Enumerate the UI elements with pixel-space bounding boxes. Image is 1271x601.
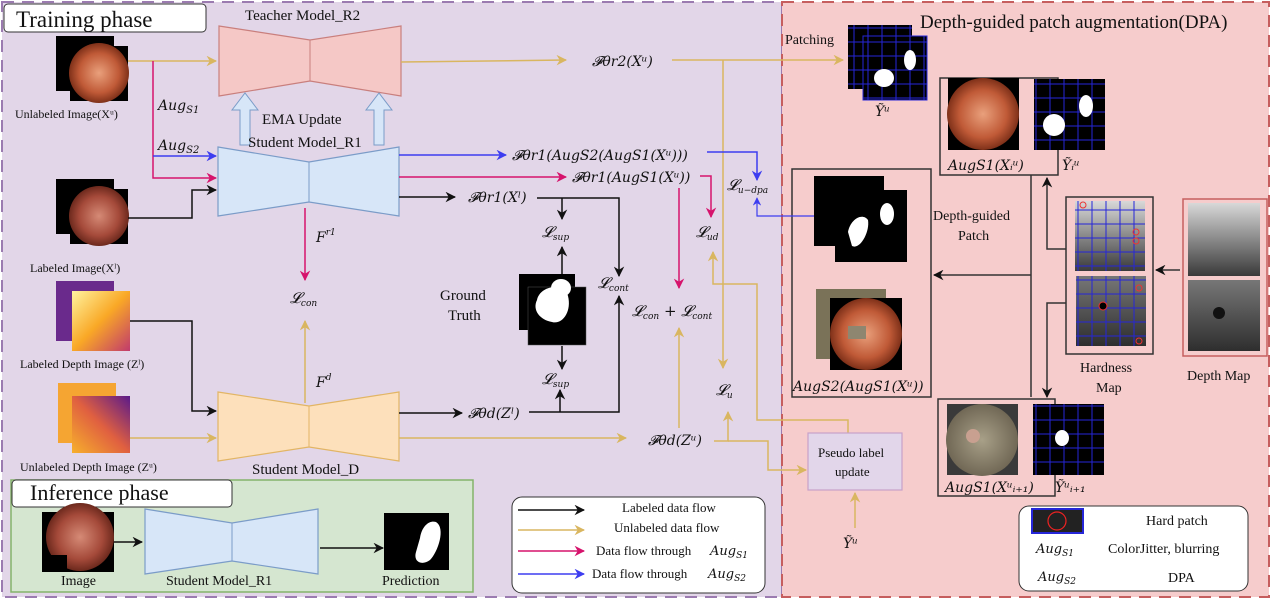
y-tilde-i1-mask — [1033, 404, 1104, 475]
f-depth-u-output: 𝓕θd(Zᵘ) — [648, 433, 702, 449]
ema-arrow-left — [230, 92, 260, 146]
flow-labeled-to-lcont — [537, 197, 625, 278]
y-tilde-i-label: Ỹᵢᵘ — [1062, 156, 1080, 174]
depth-guided-patch-box — [791, 168, 932, 398]
unlabeled-image-thumb — [56, 36, 129, 103]
inference-phase-label-box — [11, 479, 233, 508]
student-model-d — [217, 391, 400, 462]
flow-depth-u-to-pseudo — [728, 440, 808, 476]
dgp-mask — [814, 176, 907, 262]
student-model-r1-label: Student Model_R1 — [248, 135, 362, 151]
teacher-model-label: Teacher Model_R2 — [245, 8, 360, 24]
patching-label: Patching — [785, 33, 834, 48]
y-tilde-i1-label: Ỹᵘᵢ₊₁ — [1055, 478, 1086, 496]
depth-map-box — [1182, 198, 1268, 357]
flow-hardness-to-xi1 — [1041, 302, 1066, 399]
unlabeled-image-label: Unlabeled Image(Xᵘ) — [15, 107, 118, 121]
flow-labeled-to-student — [128, 184, 218, 219]
depth-map-label: Depth Map — [1187, 369, 1250, 384]
dpa-panel-title: Depth-guided patch augmentation(DPA) — [920, 12, 1227, 33]
flow-hardness-to-xi — [1041, 176, 1066, 250]
flow-depth-l-to-lcont — [529, 294, 625, 413]
ground-truth-label-1: Ground — [440, 288, 486, 304]
f-labeled-output: 𝓕θr1(Xˡ) — [468, 190, 527, 206]
labeled-depth-label: Labeled Depth Image (Zˡ) — [20, 357, 144, 371]
f-depth-l-output: 𝓕θd(Zˡ) — [468, 406, 520, 422]
legend-aug-s2-text: Data flow through — [592, 566, 688, 581]
flow-aug-s1-to-lud — [700, 175, 717, 219]
prediction-label: Prediction — [382, 574, 440, 589]
depth-map-images — [1188, 203, 1260, 351]
inference-image-label: Image — [61, 574, 96, 589]
ema-update-label: EMA Update — [262, 112, 342, 128]
aug-s1-xi-image — [947, 78, 1019, 150]
hard-patch-swatch — [1031, 508, 1084, 534]
pseudo-label-line1: Pseudo label — [818, 445, 884, 460]
y-tilde-top: Ỹᵘ — [875, 102, 890, 120]
aug-s1-xi-label: AugS1(Xᵢᵘ) — [946, 158, 1024, 174]
f-teacher-output: 𝓕θr2(Xᵘ) — [592, 54, 653, 70]
flow-labeled-depth-to-student-d — [130, 320, 218, 417]
unlabeled-depth-label: Unlabeled Depth Image (Zᵘ) — [20, 460, 157, 474]
f-aug-s2-output: 𝓕θr1(AugS2(AugS1(Xᵘ))) — [512, 148, 688, 164]
aug-legend-aug-s1-desc: ColorJitter, blurring — [1108, 542, 1219, 557]
hardness-map-box — [1065, 196, 1154, 355]
depth-guided-label-2: Patch — [958, 229, 989, 244]
y-tilde-bottom: Ỹᵘ — [843, 534, 858, 552]
pseudo-label-update-box — [807, 432, 903, 491]
unlabeled-depth-thumb — [58, 383, 130, 453]
labeled-image-label: Labeled Image(Xˡ) — [30, 261, 120, 275]
training-phase-label: Training phase — [16, 7, 153, 32]
hardness-label-1: Hardness — [1080, 361, 1132, 376]
aug-s1-xi1-label: AugS1(Xᵘᵢ₊₁) — [943, 480, 1034, 496]
flow-aug-s1-to-student — [152, 61, 218, 184]
aug-legend-aug-s2-desc: DPA — [1168, 571, 1196, 586]
ground-truth-label-2: Truth — [448, 308, 481, 324]
y-tilde-i-mask — [1034, 79, 1105, 150]
teacher-model — [218, 25, 402, 97]
training-phase-label-box — [3, 3, 207, 33]
hardness-map-top — [1075, 201, 1145, 271]
dgp-augmented-image — [816, 289, 902, 370]
flow-dgp-to-ludpa — [752, 197, 814, 217]
inference-student-model — [144, 508, 319, 575]
legend-aug-s1-text: Data flow through — [596, 543, 692, 558]
labeled-image-thumb — [56, 179, 129, 246]
pseudo-label-line2: update — [835, 464, 870, 479]
prediction-mask — [384, 513, 449, 570]
ema-arrow-right — [364, 92, 394, 146]
f-aug-s1-output: 𝓕θr1(AugS1(Xᵘ)) — [572, 170, 690, 186]
legend-labeled-text: Labeled data flow — [622, 500, 716, 515]
aug-s2-s1-label: AugS2(AugS1(Xᵘ)) — [791, 379, 924, 395]
hardness-map-bottom — [1076, 276, 1146, 346]
depth-guided-label-1: Depth-guided — [933, 209, 1010, 224]
patching-masks — [848, 25, 928, 101]
inference-image-thumb — [42, 503, 114, 572]
aug-s1-xi1-image — [946, 404, 1018, 476]
student-model-r1 — [217, 146, 400, 217]
flow-teacher-output — [400, 54, 568, 66]
student-model-d-label: Student Model_D — [252, 462, 359, 478]
hardness-label-2: Map — [1096, 381, 1122, 396]
labeled-depth-thumb — [56, 281, 130, 351]
flow-aug-s2-to-ludpa — [707, 151, 763, 182]
ground-truth-mask — [519, 274, 587, 346]
inference-model-label: Student Model_R1 — [166, 574, 272, 589]
inference-phase-label: Inference phase — [30, 480, 169, 505]
legend-unlabeled-text: Unlabeled data flow — [614, 520, 720, 535]
flow-pseudo-to-lud — [707, 250, 849, 450]
aug-legend-hard-patch: Hard patch — [1146, 514, 1208, 529]
